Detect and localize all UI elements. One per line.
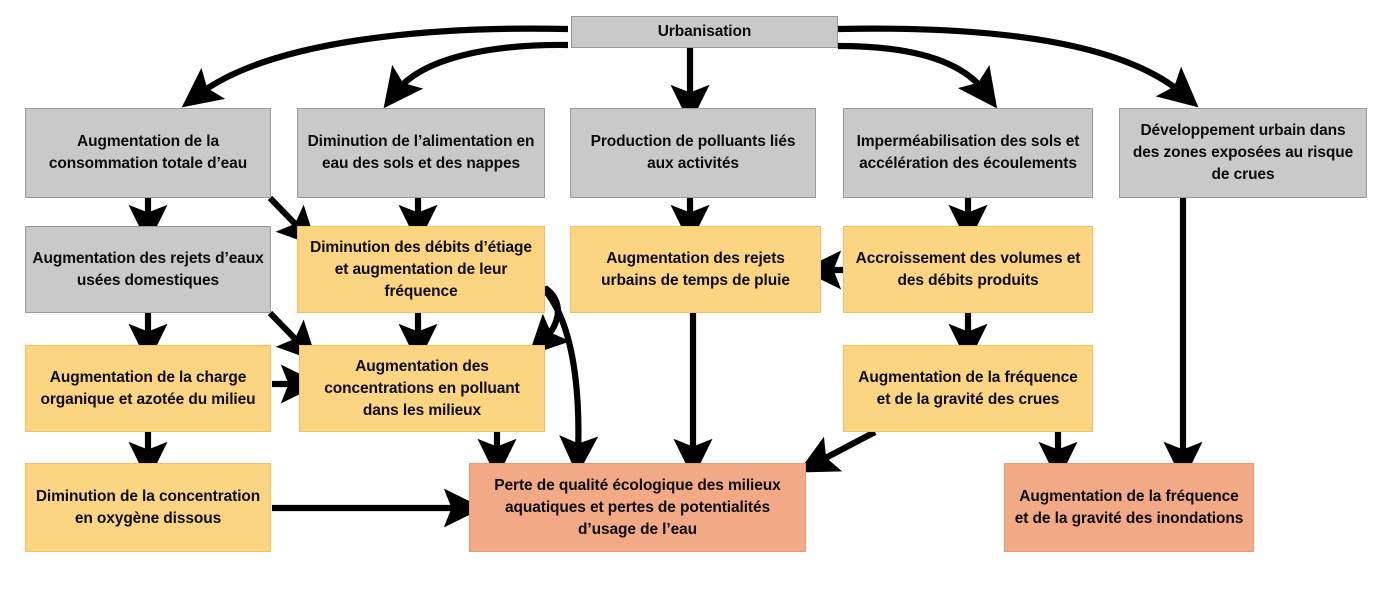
node-label: Diminution de la concentration en oxygèn… [35,487,261,527]
edge-urbanisation-impermeabilisation [837,42,998,109]
node-rejets-pluie[interactable]: Augmentation des rejets urbains de temps… [570,226,821,313]
node-label: Diminution de l’alimentation en eau des … [307,133,535,172]
edge-urbanisation-consommation [181,25,569,108]
node-consommation[interactable]: Augmentation de la consommation totale d… [25,108,271,198]
node-label: Augmentation de la charge organique et a… [40,368,256,408]
node-label: Production de polluants liés aux activit… [590,133,796,172]
node-rejets-domestiques[interactable]: Augmentation des rejets d’eaux usées dom… [25,226,271,313]
node-alimentation[interactable]: Diminution de l’alimentation en eau des … [297,108,545,198]
node-crues[interactable]: Augmentation de la fréquence et de la gr… [843,345,1093,432]
node-urbanisation[interactable]: Urbanisation [571,16,838,48]
node-label: Augmentation des rejets d’eaux usées dom… [32,249,264,289]
node-label: Augmentation des concentrations en pollu… [324,357,520,419]
node-label: Développement urbain dans des zones expo… [1132,122,1354,183]
node-label: Accroissement des volumes et des débits … [855,249,1081,289]
node-label: Augmentation de la fréquence et de la gr… [858,368,1078,408]
node-label: Augmentation de la consommation totale d… [48,133,248,172]
node-impermeabilisation[interactable]: Imperméabilisation des sols et accélérat… [843,108,1093,198]
node-label: Augmentation de la fréquence et de la gr… [1014,487,1244,527]
edge-debits-etiage-concentrations-curve [528,285,571,356]
node-charge-organique[interactable]: Augmentation de la charge organique et a… [25,345,271,432]
edge-rejets-domestiques-concentrations [267,310,318,362]
node-label: Augmentation des rejets urbains de temps… [601,249,790,289]
node-concentrations[interactable]: Augmentation des concentrations en pollu… [299,345,545,432]
node-label: Diminution des débits d’étiage et augmen… [310,238,532,300]
node-perte-qualite[interactable]: Perte de qualité écologique des milieux … [469,463,806,552]
node-label: Imperméabilisation des sols et accélérat… [856,133,1080,172]
node-developpement[interactable]: Développement urbain dans des zones expo… [1119,108,1367,198]
node-oxygene[interactable]: Diminution de la concentration en oxygèn… [25,463,271,552]
edge-crues-perte-qualite [797,429,877,473]
edge-urbanisation-alimentation [383,41,569,109]
node-polluants[interactable]: Production de polluants liés aux activit… [570,108,816,198]
node-inondations[interactable]: Augmentation de la fréquence et de la gr… [1004,463,1254,552]
edge-urbanisation-developpement [837,25,1199,108]
node-label: Perte de qualité écologique des milieux … [494,476,781,538]
node-debits-etiage[interactable]: Diminution des débits d’étiage et augmen… [297,226,545,313]
node-volumes-debits[interactable]: Accroissement des volumes et des débits … [843,226,1093,313]
node-label: Urbanisation [657,23,752,40]
